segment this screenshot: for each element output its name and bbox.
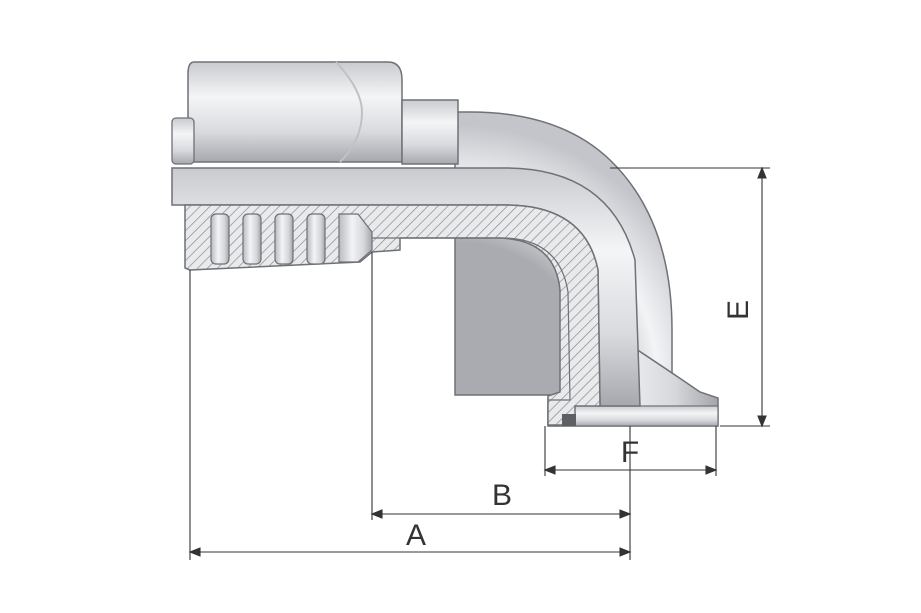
dimension-e-label: E — [722, 300, 755, 320]
hex-collar — [401, 99, 459, 165]
section-bore — [360, 237, 571, 401]
fitting-body — [171, 61, 719, 427]
oring-groove — [562, 414, 576, 426]
dimension-b-label: B — [492, 479, 512, 512]
ferrule-shoulder — [335, 61, 364, 163]
ferrule-lip — [171, 117, 195, 165]
dimension-lines — [188, 166, 770, 560]
ferrule — [187, 61, 403, 163]
dimension-a-label: A — [406, 519, 426, 552]
dimension-f-label: F — [621, 436, 639, 469]
hose-tail-serrations — [210, 213, 373, 265]
